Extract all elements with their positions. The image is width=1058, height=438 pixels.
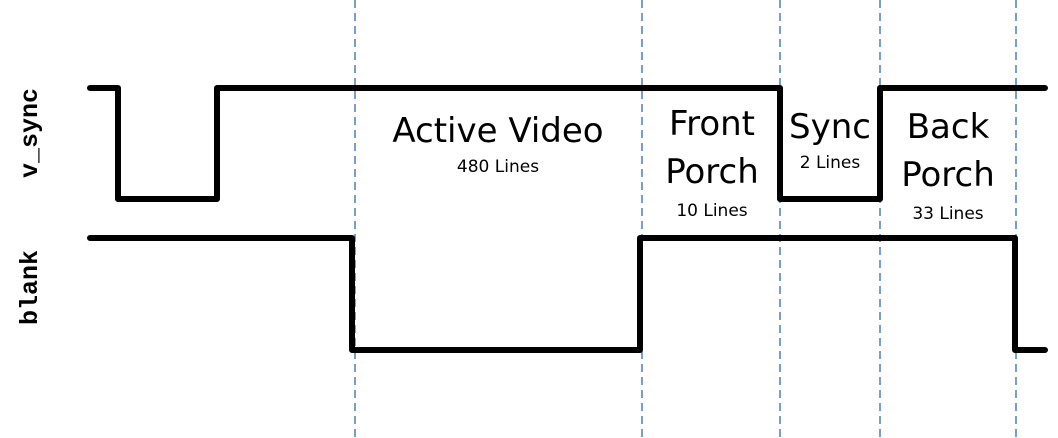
- front-porch-title-line1: Front: [669, 104, 755, 144]
- active-video-title: Active Video: [392, 111, 603, 151]
- back-porch-count: 33 Lines: [912, 204, 983, 224]
- vsync-signal-label: v_sync: [16, 88, 45, 178]
- back-porch-title-line2: Porch: [901, 155, 995, 195]
- front-porch-title-line2: Porch: [665, 152, 759, 192]
- sync-count: 2 Lines: [800, 153, 861, 173]
- blank-signal-label: blank: [16, 250, 45, 325]
- back-porch-title-line1: Back: [907, 107, 990, 147]
- sync-title: Sync: [789, 107, 871, 147]
- blank-waveform: [87, 235, 1048, 353]
- active-video-count: 480 Lines: [457, 157, 539, 177]
- vsync-waveform: [87, 85, 1048, 202]
- front-porch-count: 10 Lines: [676, 201, 747, 221]
- phase-active-video: Active Video 480 Lines: [392, 111, 603, 177]
- phase-boundaries: [354, 0, 1017, 438]
- phase-front-porch: Front Porch 10 Lines: [665, 104, 759, 221]
- phase-sync: Sync 2 Lines: [789, 107, 871, 173]
- phase-back-porch: Back Porch 33 Lines: [901, 107, 995, 224]
